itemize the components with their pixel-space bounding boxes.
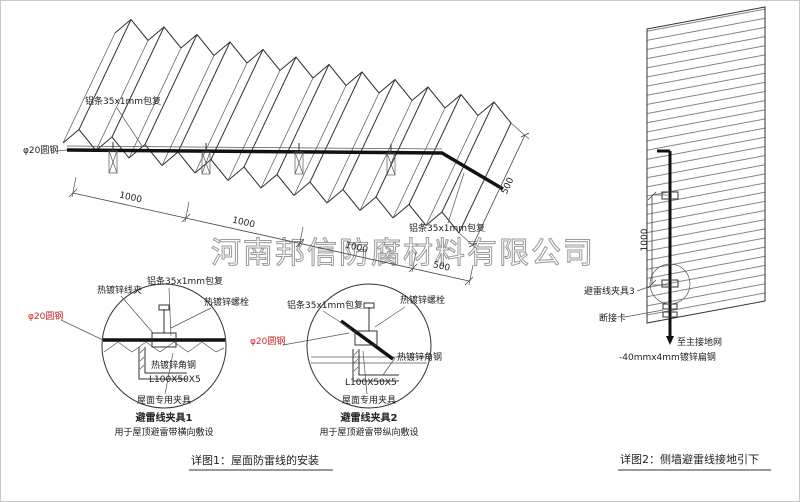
label-to-ground-grid: 至主接地网 [677, 336, 722, 348]
wall-dim-1000: 1000 [640, 228, 650, 251]
label-galv-clamp-1: 热镀锌线夹 [97, 284, 142, 296]
label-alu-strip-d2: 铝条35x1mm包复 [287, 299, 363, 311]
detail2-title: 避雷线夹具2 [340, 411, 398, 424]
caption-detail1-text: 详图1：屋面防雷线的安装 [191, 453, 319, 467]
wall-section: 1000 避雷线夹具3 断接卡 至主接地网 -40mmx4mm镀锌扁钢 [584, 6, 766, 363]
company-watermark: 河南邦信防腐材料有限公司 [211, 236, 595, 271]
label-galv-bolt-d2: 热镀锌螺栓 [400, 294, 445, 306]
detail-circle-1: 热镀锌线夹 铝条35x1mm包复 热镀锌螺栓 φ20圆钢 热镀锌角钢 L100X… [28, 275, 249, 438]
lightning-wire-roof [66, 141, 504, 191]
caption-detail2-text: 详图2：侧墙避雷线接地引下 [620, 452, 759, 466]
detail1-subtitle: 用于屋顶避雷带横向敷设 [114, 426, 213, 438]
label-round-steel-roof: φ20圆钢 [23, 144, 58, 156]
label-roof-fixture-d2: 屋面专用夹具 [342, 394, 396, 406]
label-round-steel-d2: φ20圆钢 [250, 335, 285, 347]
label-angle-steel-d2: 热镀锌角钢 [397, 351, 442, 363]
roof-labels: 铝条35x1mm包复 φ20圆钢 铝条35x1mm包复 [23, 95, 485, 234]
dim-1000-c: 1000 [344, 241, 369, 256]
label-angle-spec-d2: L100X50X5 [345, 378, 397, 388]
caption-detail1: 详图1：屋面防雷线的安装 [189, 453, 333, 471]
dim-500-a: 500 [432, 260, 451, 274]
dimension-chain: 1000 1000 1000 500 500 [68, 122, 530, 286]
label-alu-strip-top: 铝条35x1mm包复 [85, 95, 161, 107]
dim-1000-b: 1000 [231, 216, 256, 231]
label-round-steel-d1: φ20圆钢 [28, 310, 63, 322]
detail-circle-2: 铝条35x1mm包复 热镀锌螺栓 φ20圆钢 热镀锌角钢 L100X50X5 屋… [250, 283, 445, 438]
label-alu-strip-d1: 铝条35x1mm包复 [147, 275, 223, 287]
detail1-title: 避雷线夹具1 [135, 411, 193, 424]
label-flat-steel: -40mmx4mm镀锌扁钢 [619, 351, 716, 363]
label-alu-strip-right: 铝条35x1mm包复 [409, 222, 485, 234]
label-galv-bolt-d1: 热镀锌螺栓 [204, 296, 249, 308]
caption-detail2: 详图2：侧墙避雷线接地引下 [618, 452, 771, 471]
dim-500-b: 500 [500, 176, 516, 196]
dim-1000-a: 1000 [118, 191, 143, 206]
label-angle-spec-d1: L100X50X5 [149, 375, 201, 385]
label-disconnect-link: 断接卡 [599, 312, 626, 324]
label-roof-fixture-d1: 屋面专用夹具 [137, 394, 191, 406]
label-angle-steel-d1: 热镀锌角钢 [151, 359, 196, 371]
detail2-subtitle: 用于屋顶避雷带纵向敷设 [319, 426, 418, 438]
label-wall-clamp3: 避雷线夹具3 [584, 285, 635, 297]
